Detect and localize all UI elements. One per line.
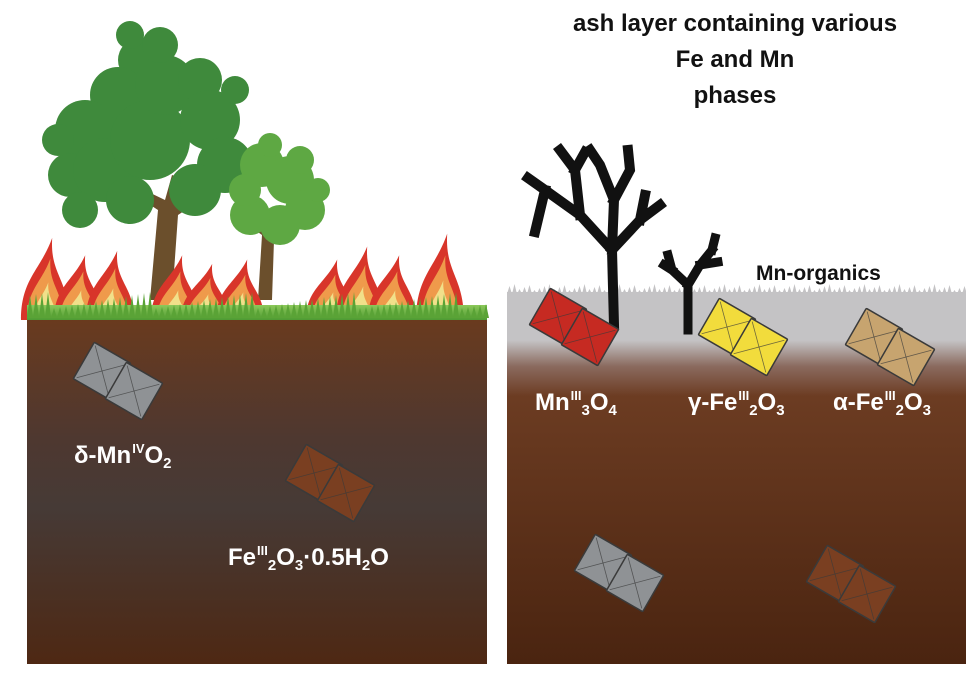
diagram-title: ash layer containing various Fe and Mn p…	[520, 6, 950, 114]
ferrihydrite-label: FeIII2O3·0.5H2O	[228, 543, 389, 574]
mn-organics-label: Mn-organics	[756, 262, 881, 285]
mn3o4-label: MnIII3O4	[535, 388, 617, 419]
title-line-3: phases	[693, 82, 777, 109]
title-line-1: ash layer containing various	[572, 10, 898, 37]
delta-mno2-crystals	[72, 341, 164, 421]
gamma-fe2o3-crystals	[697, 297, 789, 377]
deep-brown-crystals	[805, 544, 897, 624]
title-line-2: Fe and Mn	[675, 46, 795, 73]
mn3o4-crystals	[528, 287, 620, 367]
burned-tree-small	[657, 232, 724, 335]
alpha-fe2o3-label: α-FeIII2O3	[833, 388, 931, 419]
gamma-fe2o3-label: γ-FeIII2O3	[688, 388, 785, 419]
left-panel	[21, 21, 489, 664]
right-panel	[507, 143, 966, 664]
alpha-fe2o3-crystals	[844, 307, 936, 387]
ferrihydrite-crystals	[284, 443, 376, 523]
delta-mno2-label: δ-MnIVO2	[74, 441, 172, 472]
burned-tree-large	[521, 143, 667, 331]
left-grass	[27, 292, 489, 320]
deep-gray-crystals	[573, 533, 665, 613]
large-tree	[42, 21, 253, 300]
small-tree	[229, 133, 330, 300]
